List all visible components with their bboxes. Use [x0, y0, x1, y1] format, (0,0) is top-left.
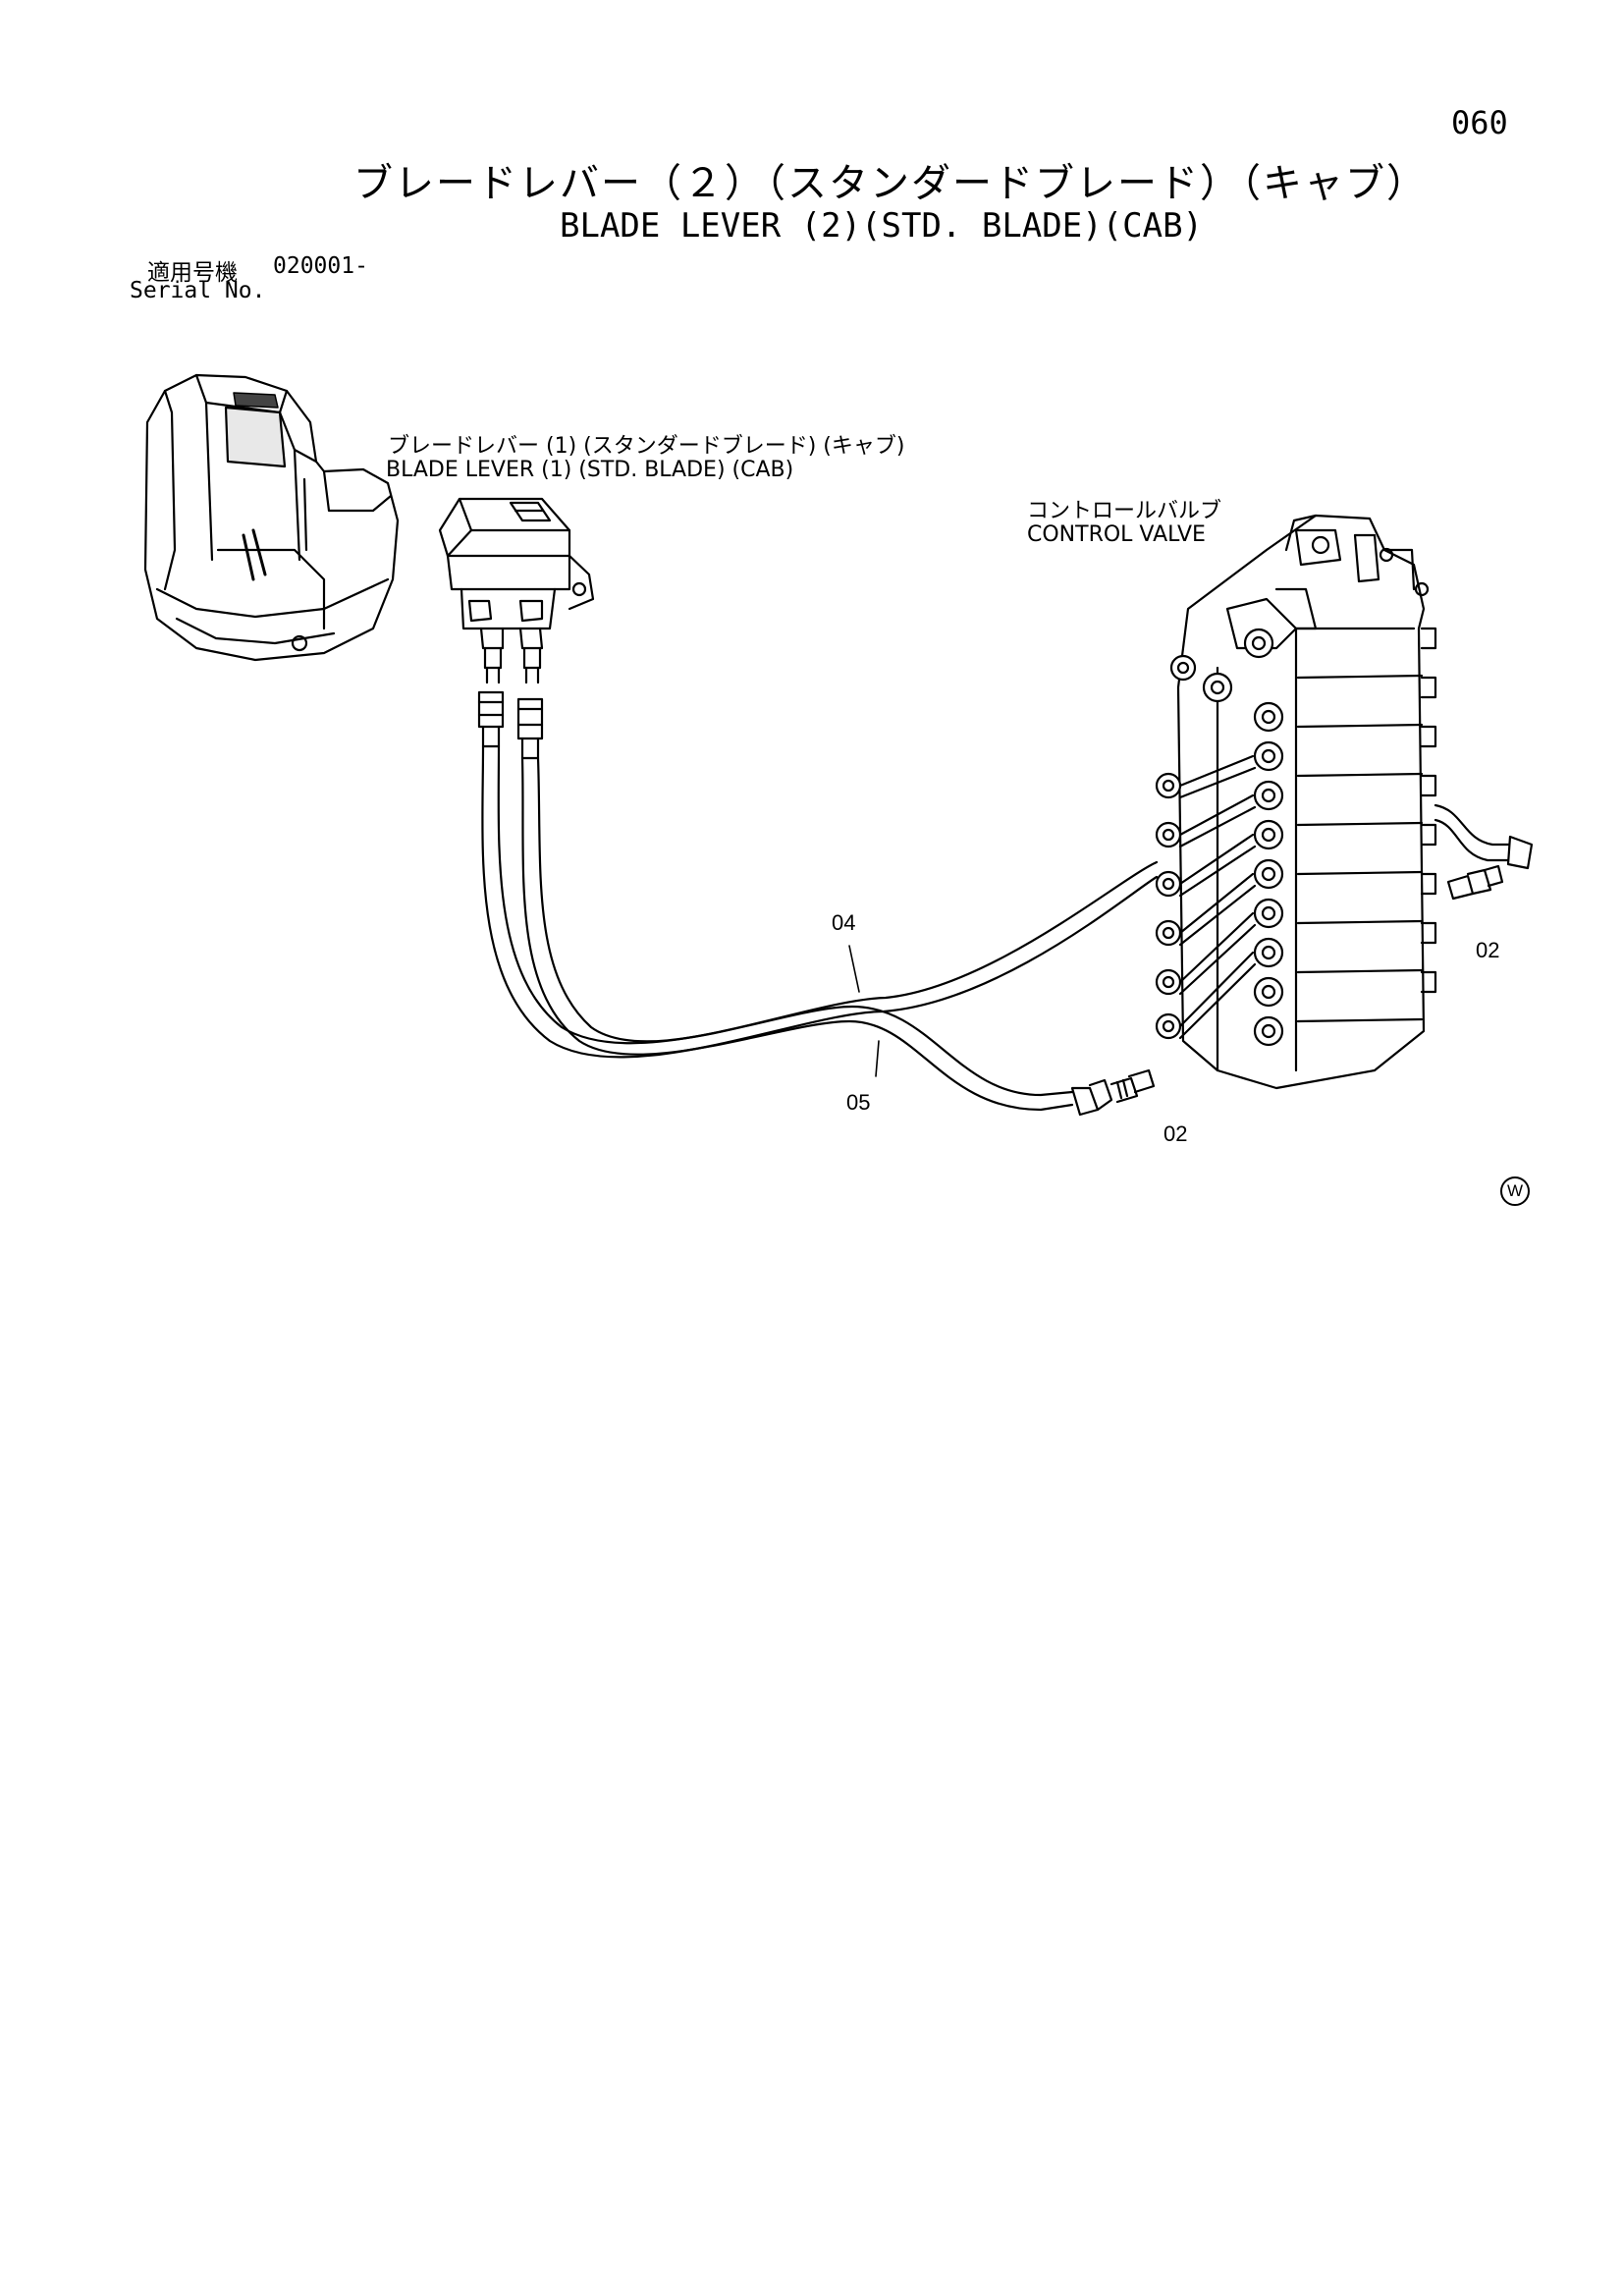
- control-valve-block: [1155, 514, 1534, 1090]
- hose-lines: [481, 744, 1159, 1117]
- watermark-circle-w: W: [1500, 1176, 1530, 1206]
- control-valve-label-japanese: コントロールバルブ: [1027, 499, 1222, 523]
- serial-label-english: Serial No.: [130, 278, 266, 303]
- page-number: 060: [1451, 104, 1508, 141]
- part-label-05: 05: [846, 1090, 871, 1115]
- blade-lever-ref-english: BLADE LEVER (1) (STD. BLADE) (CAB): [386, 458, 794, 482]
- part-label-02-right: 02: [1476, 938, 1500, 962]
- blade-lever-unit: [438, 497, 595, 760]
- title-english: BLADE LEVER (2)(STD. BLADE)(CAB): [560, 206, 1204, 246]
- excavator-cab-illustration: [143, 373, 400, 662]
- part-label-02-bottom: 02: [1163, 1121, 1188, 1146]
- part-label-04: 04: [832, 910, 856, 935]
- valve-ports: [1155, 628, 1284, 1047]
- title-japanese: ブレードレバー（２）（スタンダードブレード）（キャブ）: [353, 161, 1428, 206]
- serial-label-japanese: 適用号機: [147, 260, 238, 286]
- serial-number: 020001-: [273, 253, 368, 279]
- blade-lever-ref-japanese: ブレードレバー (1) (スタンダードブレード) (キャブ): [388, 434, 905, 459]
- control-valve-label-english: CONTROL VALVE: [1027, 522, 1206, 547]
